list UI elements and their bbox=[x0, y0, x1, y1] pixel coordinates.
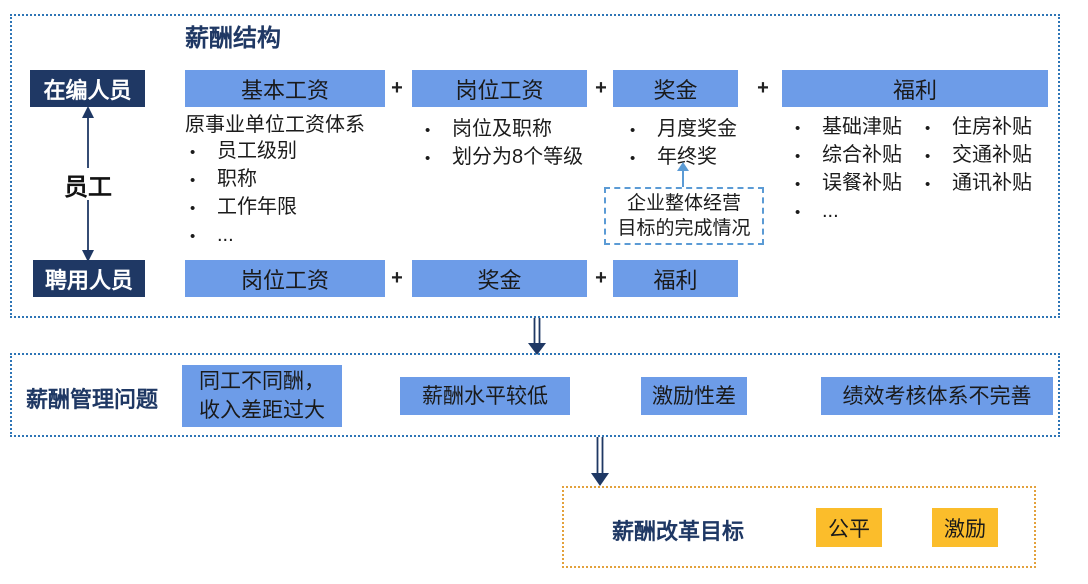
problem-box-weak-incentive: 激励性差 bbox=[641, 377, 747, 415]
bullet-item: 误餐补贴 bbox=[790, 170, 902, 198]
bonus-condition-callout: 企业整体经营 目标的完成情况 bbox=[604, 187, 764, 245]
plus-sign: + bbox=[595, 77, 607, 99]
bullet-item: 员工级别 bbox=[185, 138, 365, 166]
flow-arrow-down-icon bbox=[591, 437, 609, 486]
bullet-item: 划分为8个等级 bbox=[420, 144, 583, 172]
bullet-item: 工作年限 bbox=[185, 194, 365, 222]
problem-box-performance-system: 绩效考核体系不完善 bbox=[821, 377, 1053, 415]
flow-arrow-down-icon bbox=[528, 318, 546, 355]
notes-post-salary: 岗位及职称 划分为8个等级 bbox=[420, 116, 583, 172]
section-salary-structure: 薪酬结构 在编人员 员工 聘用人员 基本工资 + 岗位工资 + 奖金 + 福利 … bbox=[10, 14, 1060, 318]
section-salary-problems: 薪酬管理问题 同工不同酬， 收入差距过大 薪酬水平较低 激励性差 绩效考核体系不… bbox=[10, 353, 1060, 437]
bullet-item: 月度奖金 bbox=[625, 116, 737, 144]
plus-sign: + bbox=[595, 267, 607, 289]
staff-regular-box: 在编人员 bbox=[30, 70, 145, 107]
notes-welfare-right: 住房补贴 交通补贴 通讯补贴 bbox=[920, 114, 1032, 198]
salary-problems-title: 薪酬管理问题 bbox=[26, 387, 159, 412]
employee-label: 员工 bbox=[50, 168, 126, 201]
bullet-item: ... bbox=[790, 198, 902, 226]
bullet-item: 通讯补贴 bbox=[920, 170, 1032, 198]
bullet-item: 住房补贴 bbox=[920, 114, 1032, 142]
problem-box-low-level: 薪酬水平较低 bbox=[400, 377, 570, 415]
plus-sign: + bbox=[757, 77, 769, 99]
component-box-bonus-contract: 奖金 bbox=[412, 260, 587, 297]
section-reform-goals: 薪酬改革目标 公平 激励 bbox=[562, 486, 1036, 568]
reform-goals-title: 薪酬改革目标 bbox=[612, 519, 745, 544]
component-box-basic-salary: 基本工资 bbox=[185, 70, 385, 107]
goal-box-incentive: 激励 bbox=[932, 508, 998, 547]
bullet-item: 年终奖 bbox=[625, 144, 737, 172]
problem-box-equal-pay: 同工不同酬， 收入差距过大 bbox=[182, 365, 342, 427]
plus-sign: + bbox=[391, 267, 403, 289]
component-box-post-salary: 岗位工资 bbox=[412, 70, 587, 107]
component-box-bonus: 奖金 bbox=[613, 70, 738, 107]
bullet-item: ... bbox=[185, 222, 365, 250]
bullet-item: 综合补贴 bbox=[790, 142, 902, 170]
bullet-item: 岗位及职称 bbox=[420, 116, 583, 144]
bullet-item: 交通补贴 bbox=[920, 142, 1032, 170]
notes-welfare-left: 基础津贴 综合补贴 误餐补贴 ... bbox=[790, 114, 902, 226]
salary-structure-title: 薪酬结构 bbox=[185, 25, 281, 52]
goal-box-fairness: 公平 bbox=[816, 508, 882, 547]
notes-heading: 原事业单位工资体系 bbox=[185, 114, 365, 136]
notes-basic-salary: 原事业单位工资体系 员工级别 职称 工作年限 ... bbox=[185, 112, 365, 250]
bullet-item: 职称 bbox=[185, 166, 365, 194]
component-box-welfare-contract: 福利 bbox=[613, 260, 738, 297]
component-box-post-salary-contract: 岗位工资 bbox=[185, 260, 385, 297]
notes-bonus: 月度奖金 年终奖 bbox=[625, 116, 737, 172]
component-box-welfare: 福利 bbox=[782, 70, 1048, 107]
callout-arrow-icon bbox=[677, 162, 689, 188]
staff-contract-box: 聘用人员 bbox=[33, 260, 145, 297]
plus-sign: + bbox=[391, 77, 403, 99]
bullet-item: 基础津贴 bbox=[790, 114, 902, 142]
